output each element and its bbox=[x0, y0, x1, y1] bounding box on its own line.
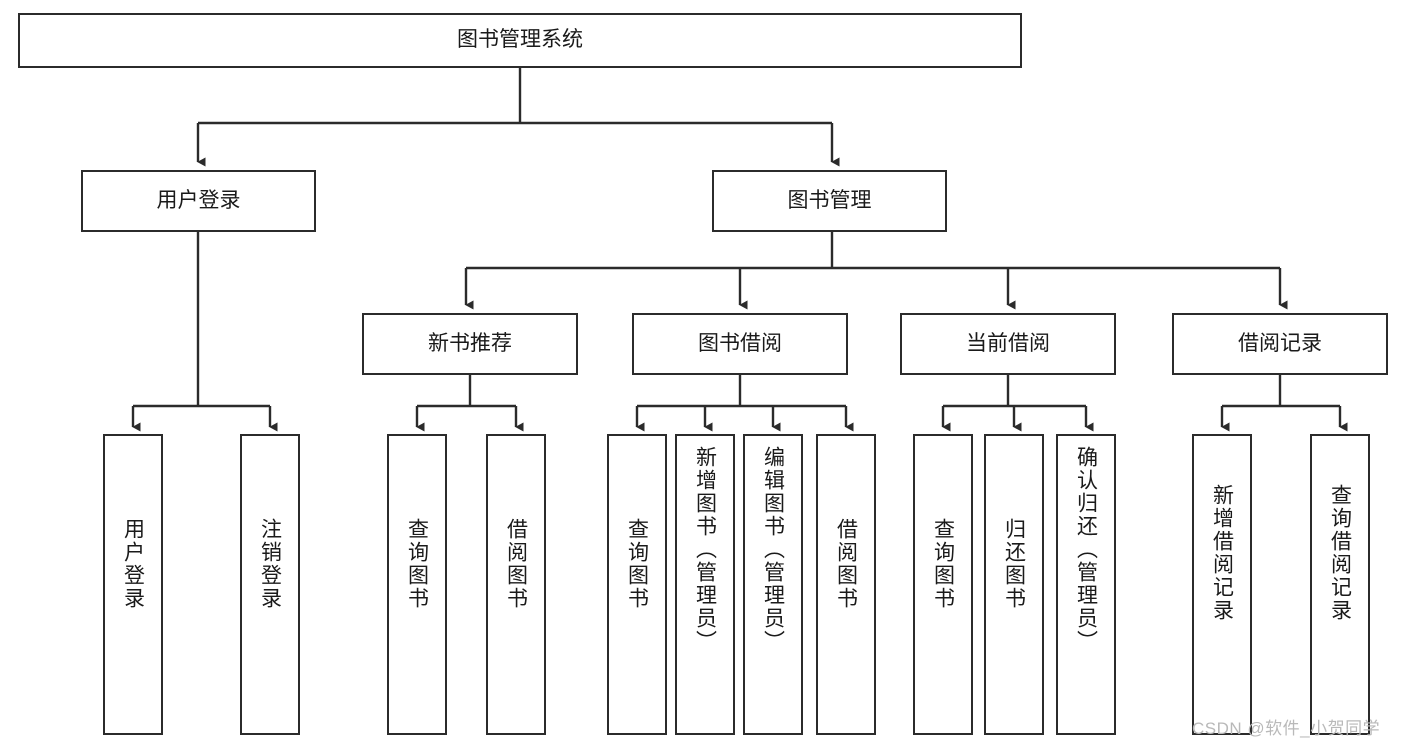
node-label: 注销登录 bbox=[258, 518, 282, 610]
node-label: 图书借阅 bbox=[698, 331, 782, 355]
node-label: 用户登录 bbox=[156, 188, 241, 212]
leaf-query-book-current[interactable]: 查询图书 bbox=[913, 434, 973, 735]
node-label: 用户登录 bbox=[121, 518, 145, 610]
node-book-management[interactable]: 图书管理 bbox=[712, 170, 947, 232]
node-label: 查询图书 bbox=[625, 518, 649, 610]
leaf-add-book-admin[interactable]: 新增图书（管理员） bbox=[675, 434, 735, 735]
node-label: 图书管理系统 bbox=[457, 28, 583, 52]
new-book-recommend-to-leaves-connectors bbox=[415, 375, 524, 432]
node-user-login[interactable]: 用户登录 bbox=[81, 170, 316, 232]
node-current-borrow[interactable]: 当前借阅 bbox=[900, 313, 1116, 375]
leaf-query-book-borrow[interactable]: 查询图书 bbox=[607, 434, 667, 735]
node-label: 归还图书 bbox=[1002, 518, 1026, 610]
node-label: 新增借阅记录 bbox=[1210, 484, 1234, 622]
leaf-query-borrow-record[interactable]: 查询借阅记录 bbox=[1310, 434, 1370, 735]
node-label: 新增图书（管理员） bbox=[693, 446, 717, 653]
node-label: 借阅图书 bbox=[504, 518, 528, 610]
node-label: 新书推荐 bbox=[428, 331, 512, 355]
leaf-edit-book-admin[interactable]: 编辑图书（管理员） bbox=[743, 434, 803, 735]
leaf-confirm-return-admin[interactable]: 确认归还（管理员） bbox=[1056, 434, 1116, 735]
node-label: 查询借阅记录 bbox=[1328, 484, 1352, 622]
node-borrow-record[interactable]: 借阅记录 bbox=[1172, 313, 1388, 375]
leaf-user-login[interactable]: 用户登录 bbox=[103, 434, 163, 735]
node-label: 借阅记录 bbox=[1238, 331, 1322, 355]
node-label: 查询图书 bbox=[931, 518, 955, 610]
csdn-watermark: CSDN @软件_小贺同学 bbox=[1192, 719, 1381, 738]
node-new-book-recommend[interactable]: 新书推荐 bbox=[362, 313, 578, 375]
root-to-level2-connectors bbox=[196, 68, 840, 167]
book-borrow-to-leaves-connectors bbox=[635, 375, 854, 432]
leaf-return-book[interactable]: 归还图书 bbox=[984, 434, 1044, 735]
node-label: 查询图书 bbox=[405, 518, 429, 610]
borrow-record-to-leaves-connectors bbox=[1220, 375, 1348, 432]
node-book-borrow[interactable]: 图书借阅 bbox=[632, 313, 848, 375]
node-label: 图书管理 bbox=[787, 188, 872, 212]
node-root-system[interactable]: 图书管理系统 bbox=[18, 13, 1022, 68]
node-label: 借阅图书 bbox=[834, 518, 858, 610]
book-management-to-level3-connectors bbox=[464, 232, 1288, 310]
current-borrow-to-leaves-connectors bbox=[941, 375, 1094, 432]
leaf-user-logout[interactable]: 注销登录 bbox=[240, 434, 300, 735]
leaf-query-book-recommend[interactable]: 查询图书 bbox=[387, 434, 447, 735]
leaf-add-borrow-record[interactable]: 新增借阅记录 bbox=[1192, 434, 1252, 735]
leaf-borrow-book-recommend[interactable]: 借阅图书 bbox=[486, 434, 546, 735]
node-label: 当前借阅 bbox=[966, 331, 1050, 355]
node-label: 编辑图书（管理员） bbox=[761, 446, 785, 653]
user-login-to-leaves-connectors bbox=[131, 232, 278, 432]
leaf-borrow-book-borrow[interactable]: 借阅图书 bbox=[816, 434, 876, 735]
node-label: 确认归还（管理员） bbox=[1074, 446, 1098, 653]
